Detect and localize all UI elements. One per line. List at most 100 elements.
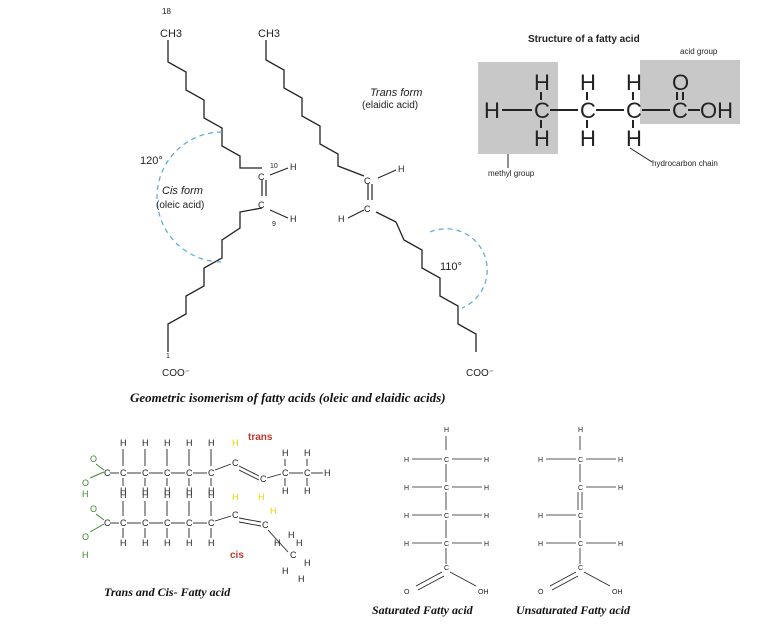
trans-name-label: (elaidic acid) — [362, 100, 418, 111]
svg-text:C: C — [258, 172, 265, 182]
isomerism-caption: Geometric isomerism of fatty acids (olei… — [130, 390, 446, 405]
svg-text:H: H — [282, 448, 289, 458]
cis-name-label: (oleic acid) — [156, 200, 204, 211]
svg-text:C: C — [444, 565, 449, 572]
svg-text:H: H — [580, 126, 596, 151]
svg-text:H: H — [288, 530, 295, 540]
svg-text:C: C — [186, 468, 193, 478]
methyl-group-box — [478, 62, 558, 154]
svg-text:H: H — [282, 566, 289, 576]
svg-text:H: H — [338, 214, 345, 224]
svg-text:C: C — [208, 518, 215, 528]
svg-text:H: H — [484, 541, 489, 548]
svg-text:H: H — [404, 485, 409, 492]
svg-text:H: H — [208, 438, 215, 448]
svg-text:H: H — [208, 538, 215, 548]
acid-group-box — [640, 60, 740, 124]
trans-chain-lower — [375, 211, 477, 352]
svg-text:C: C — [142, 468, 149, 478]
svg-text:H: H — [208, 486, 215, 496]
svg-text:O: O — [82, 532, 89, 542]
svg-text:O: O — [672, 70, 689, 95]
svg-text:H: H — [580, 70, 596, 95]
svg-text:H: H — [324, 468, 331, 478]
methyl-group-label: methyl group — [488, 169, 535, 178]
cis-chain-lower — [167, 207, 263, 352]
svg-text:C: C — [364, 176, 371, 186]
hydrocarbon-chain-label: hydrocarbon chain — [652, 159, 718, 168]
svg-text:H: H — [618, 541, 623, 548]
svg-text:H: H — [186, 486, 193, 496]
svg-text:C: C — [364, 204, 371, 214]
svg-text:H: H — [142, 438, 149, 448]
svg-text:C: C — [444, 513, 449, 520]
trans-label: trans — [248, 432, 273, 443]
trans-cis-diagram: O O H C CHH CHH CHH CHH CHH C C CHH CHH … — [82, 432, 331, 599]
svg-text:H: H — [120, 438, 127, 448]
cis-form-label: Cis form — [162, 185, 203, 197]
trans-chain-upper — [265, 40, 365, 177]
svg-text:H: H — [258, 492, 265, 502]
cis-row: O O H C CHH CHH CHH CHH CHH C C H H C H … — [82, 490, 311, 584]
svg-text:H: H — [626, 70, 642, 95]
svg-text:H: H — [290, 214, 297, 224]
svg-text:H: H — [120, 538, 127, 548]
svg-text:H: H — [404, 457, 409, 464]
saturated-caption: Saturated Fatty acid — [372, 603, 474, 617]
svg-text:H: H — [578, 427, 583, 434]
svg-text:H: H — [164, 490, 171, 500]
svg-text:C: C — [626, 98, 642, 123]
svg-text:H: H — [290, 162, 297, 172]
svg-text:C: C — [186, 518, 193, 528]
svg-text:H: H — [534, 70, 550, 95]
svg-text:H: H — [142, 538, 149, 548]
svg-text:H: H — [274, 538, 281, 548]
atom-18-label: 18 — [162, 7, 171, 16]
svg-text:H: H — [232, 492, 239, 502]
svg-text:H: H — [484, 513, 489, 520]
trans-form-label: Trans form — [370, 87, 422, 99]
svg-text:H: H — [270, 506, 277, 516]
svg-text:H: H — [296, 538, 303, 548]
svg-text:H: H — [164, 538, 171, 548]
svg-text:O: O — [404, 589, 410, 596]
svg-text:H: H — [120, 490, 127, 500]
svg-text:O: O — [82, 478, 89, 488]
svg-text:H: H — [404, 513, 409, 520]
svg-text:H: H — [142, 490, 149, 500]
atom-9-label: 9 — [272, 221, 276, 228]
svg-text:C: C — [164, 468, 171, 478]
svg-text:OH: OH — [478, 589, 489, 596]
svg-text:H: H — [484, 98, 500, 123]
svg-text:H: H — [484, 457, 489, 464]
svg-text:C: C — [120, 518, 127, 528]
svg-text:H: H — [618, 485, 623, 492]
oh-label: OH — [700, 98, 733, 123]
svg-text:C: C — [262, 520, 269, 530]
oleic-elaidic-diagram: 18 CH3 CH3 120° Cis form (oleic acid) 10… — [130, 7, 494, 405]
svg-text:H: H — [82, 489, 89, 499]
svg-text:H: H — [282, 486, 289, 496]
ch3-right-label: CH3 — [258, 28, 280, 40]
svg-text:H: H — [164, 438, 171, 448]
svg-text:C: C — [444, 541, 449, 548]
fatty-acid-structure: Structure of a fatty acid acid group H H… — [478, 34, 740, 178]
angle-120-label: 120° — [140, 155, 163, 167]
svg-text:H: H — [142, 486, 149, 496]
svg-text:C: C — [580, 98, 596, 123]
unsaturated-caption: Unsaturated Fatty acid — [516, 603, 631, 617]
svg-text:C: C — [104, 468, 111, 478]
svg-text:C: C — [672, 98, 688, 123]
svg-text:C: C — [232, 458, 239, 468]
svg-text:H: H — [404, 541, 409, 548]
trans-row: O O H C CHH CHH CHH CHH CHH C C CHH CHH … — [82, 432, 331, 502]
svg-text:C: C — [304, 468, 311, 478]
svg-text:C: C — [260, 474, 267, 484]
svg-text:H: H — [232, 438, 239, 448]
svg-text:C: C — [578, 565, 583, 572]
svg-text:O: O — [90, 504, 97, 514]
svg-text:H: H — [626, 126, 642, 151]
